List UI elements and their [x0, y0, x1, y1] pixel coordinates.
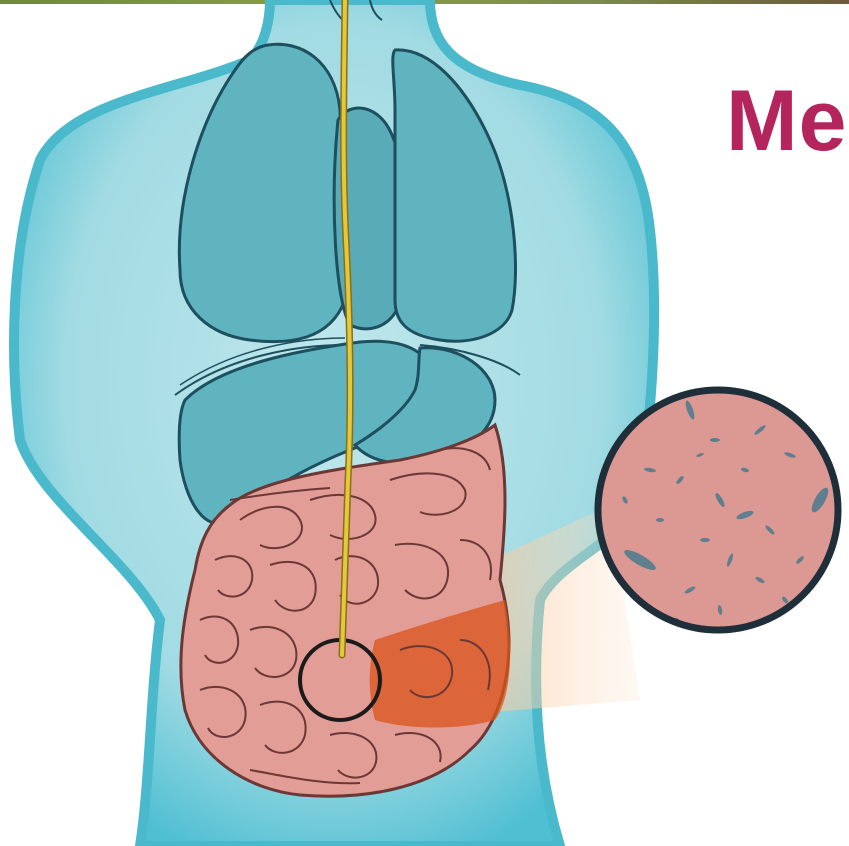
heading-text: Me [726, 78, 847, 164]
magnifier-bacteria-icon [598, 390, 838, 630]
